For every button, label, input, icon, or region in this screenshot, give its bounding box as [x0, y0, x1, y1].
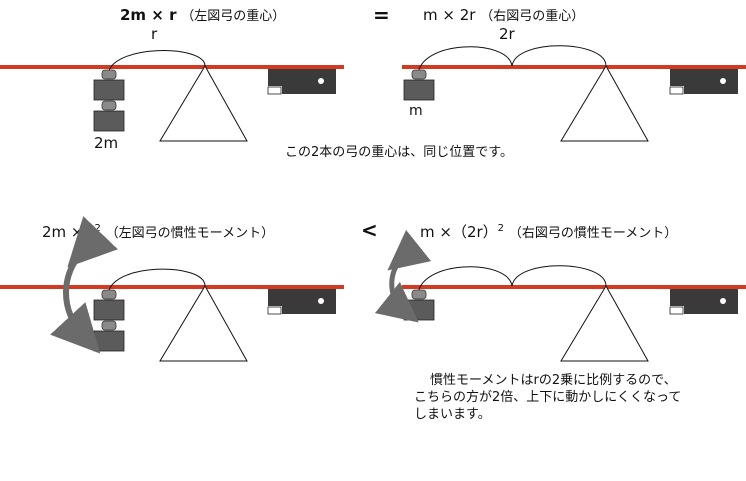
- bottom-left-motion-arrow-icon: [50, 216, 118, 354]
- top-right-fulcrum: [560, 65, 649, 142]
- bottom-left-fulcrum: [159, 285, 248, 362]
- bottom-left-weight-2m: [93, 289, 125, 352]
- bottom-right-fulcrum: [560, 285, 649, 362]
- bottom-right-frog: [669, 289, 738, 315]
- bottom-right-weight-m: [403, 289, 435, 321]
- label-2r: 2r: [499, 25, 515, 43]
- top-left-frog: [267, 69, 336, 95]
- bottom-right-formula-main: m ×（2r）: [420, 223, 498, 241]
- top-right-formula-main: m × 2r: [423, 6, 476, 24]
- bottom-right-formula: m ×（2r）2 （右図弓の慣性モーメント）: [420, 223, 678, 241]
- top-right-formula: m × 2r （右図弓の重心）: [423, 6, 585, 24]
- inertia-note: 慣性モーメントはrの2乗に比例するので、 こちらの方が2倍、上下に動かしにくくな…: [414, 372, 734, 423]
- bottom-left-bow-group: [0, 216, 344, 362]
- less-than-sign: <: [361, 218, 378, 242]
- top-left-formula-paren: （左図弓の重心）: [181, 9, 286, 24]
- bottom-right-motion-arrow-icon: [374, 229, 432, 323]
- label-m: m: [409, 103, 423, 119]
- top-right-weight-m: [403, 69, 435, 101]
- bottom-right-formula-exponent: 2: [497, 223, 505, 234]
- bottom-left-arc: [107, 268, 206, 297]
- top-right-frog: [669, 69, 738, 95]
- bottom-right-arc: [417, 265, 607, 297]
- bottom-right-bow-group: [374, 229, 746, 362]
- top-left-formula-main: 2m × r: [120, 6, 177, 24]
- top-left-arc-r: [107, 50, 206, 77]
- center-of-gravity-caption: この2本の弓の重心は、同じ位置です。: [285, 145, 513, 160]
- bottom-right-formula-paren: （右図弓の慣性モーメント）: [508, 226, 678, 241]
- label-r: r: [151, 25, 158, 43]
- inertia-note-line2: こちらの方が2倍、上下に動かしにくくなって: [414, 390, 682, 405]
- top-right-formula-paren: （右図弓の重心）: [480, 9, 585, 24]
- bottom-left-frog: [267, 289, 336, 315]
- equals-sign: =: [373, 3, 390, 27]
- top-left-bow-group: [0, 50, 344, 142]
- top-right-arc-2r: [417, 45, 607, 77]
- inertia-note-line3: しまいます。: [414, 407, 491, 422]
- top-right-bow-group: [402, 45, 746, 142]
- bottom-left-formula-paren: （左図弓の慣性モーメント）: [105, 226, 275, 241]
- top-left-formula: 2m × r （左図弓の重心）: [120, 6, 286, 24]
- inertia-note-line1: 慣性モーメントはrの2乗に比例するので、: [430, 373, 677, 388]
- label-2m: 2m: [94, 134, 119, 152]
- top-left-weight-2m: [93, 69, 125, 132]
- top-left-fulcrum: [159, 65, 248, 142]
